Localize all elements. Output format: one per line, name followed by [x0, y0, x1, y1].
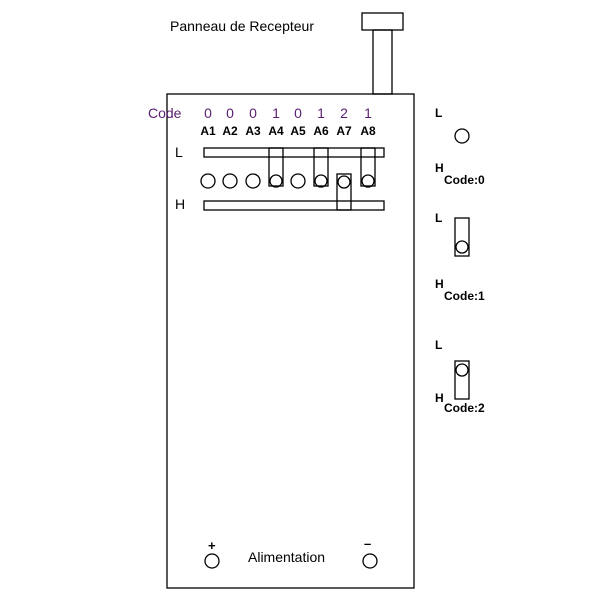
pin-a8 — [361, 174, 375, 188]
power-plus-terminal — [204, 553, 220, 569]
position-a3 — [245, 173, 261, 189]
rail-high-label: H — [175, 196, 185, 212]
position-a5 — [290, 173, 306, 189]
legend-1-low: L — [435, 211, 442, 225]
receiver-board — [166, 93, 415, 589]
legend-2-low: L — [435, 338, 442, 352]
pin-label-a3: A3 — [245, 124, 261, 138]
pin-label-a1: A1 — [200, 124, 216, 138]
code-digit-4: 1 — [272, 105, 280, 121]
power-minus-terminal — [362, 553, 378, 569]
legend-0-low: L — [435, 106, 442, 120]
antenna — [361, 12, 404, 95]
legend-1-high: H — [435, 277, 444, 291]
pin-a7 — [337, 175, 351, 189]
legend-2-pin — [455, 363, 469, 377]
pin-a1 — [200, 173, 216, 189]
pin-label-a2: A2 — [222, 124, 238, 138]
legend-1-caption: Code:1 — [444, 289, 485, 303]
jumper-to-low-a4 — [268, 147, 284, 187]
pin-label-a6: A6 — [313, 124, 329, 138]
pin-a6 — [314, 174, 328, 188]
position-a4 — [268, 147, 284, 188]
pin-label-a8: A8 — [360, 124, 376, 138]
legend-2-jumper — [454, 360, 470, 400]
power-plus-label: + — [208, 538, 216, 553]
legend-1-jumper — [454, 217, 470, 257]
jumper-to-low-a8 — [360, 147, 376, 187]
rail-high — [203, 200, 385, 211]
pin-a5 — [290, 173, 306, 189]
jumper-positions — [200, 147, 376, 211]
legend-1-pin — [455, 240, 469, 254]
power-minus-label: – — [364, 536, 371, 551]
code-label: Code — [148, 105, 182, 121]
pin-a2 — [222, 173, 238, 189]
position-a8 — [360, 147, 376, 188]
power-connector: + Alimentation – — [204, 536, 378, 569]
rail-low-label: L — [175, 144, 183, 160]
legend-0-high: H — [435, 161, 444, 175]
pin-label-a7: A7 — [336, 124, 352, 138]
diagram-title: Panneau de Recepteur — [170, 18, 314, 34]
legend-2-high: H — [435, 391, 444, 405]
code-digit-5: 0 — [294, 105, 302, 121]
code-digit-8: 1 — [364, 105, 372, 121]
pin-a3 — [245, 173, 261, 189]
legend: L H Code:0 L H Code:1 L H Code:2 — [435, 106, 485, 415]
position-a1 — [200, 173, 216, 189]
rail-low — [203, 147, 385, 158]
jumper-to-high-a7 — [336, 173, 352, 211]
code-digit-1: 0 — [204, 105, 212, 121]
code-digit-3: 0 — [249, 105, 257, 121]
legend-2-caption: Code:2 — [444, 401, 485, 415]
code-digit-2: 0 — [226, 105, 234, 121]
code-digit-6: 1 — [317, 105, 325, 121]
pin-labels: A1 A2 A3 A4 A5 A6 A7 A8 — [200, 124, 376, 138]
legend-0-caption: Code:0 — [444, 173, 485, 187]
position-a2 — [222, 173, 238, 189]
position-a7 — [336, 173, 352, 211]
pin-label-a4: A4 — [268, 124, 284, 138]
jumper-to-low-a6 — [313, 147, 329, 187]
position-a6 — [313, 147, 329, 188]
code-digit-7: 2 — [340, 105, 348, 121]
power-label: Alimentation — [248, 549, 325, 565]
legend-0-open-pin — [454, 128, 470, 144]
pin-label-a5: A5 — [290, 124, 306, 138]
pin-a4 — [269, 174, 283, 188]
